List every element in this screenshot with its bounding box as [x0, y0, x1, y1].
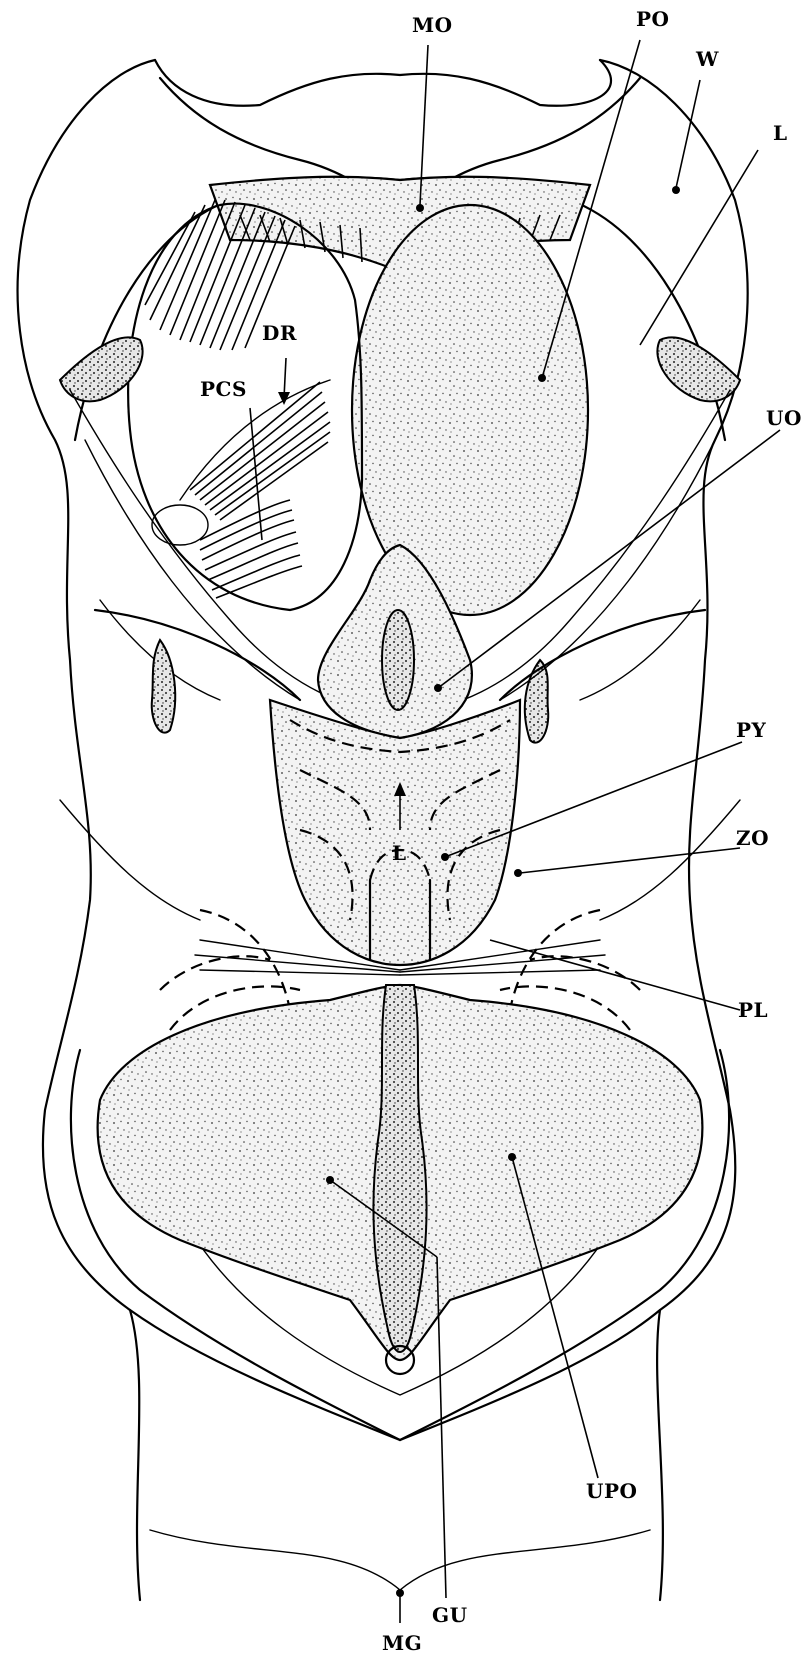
label-upo: UPO: [586, 1479, 637, 1503]
label-po: PO: [636, 7, 669, 31]
label-l-mid: L: [392, 841, 407, 865]
label-pcs: PCS: [200, 377, 247, 401]
label-mo: MO: [412, 13, 453, 37]
left-oral-cavity: [128, 204, 362, 610]
label-pl: PL: [738, 998, 768, 1022]
label-py: PY: [736, 718, 767, 742]
label-gu: GU: [432, 1603, 468, 1627]
label-w: W: [695, 47, 719, 71]
label-dr: DR: [262, 321, 297, 345]
gut-tube: [373, 985, 426, 1352]
dorsal-comb-fan: [180, 380, 330, 520]
label-mg: MG: [382, 1631, 422, 1655]
label-zo: ZO: [736, 826, 769, 850]
label-uo: UO: [766, 406, 802, 430]
label-l-top: L: [773, 121, 788, 145]
under-oral-bud: [382, 610, 414, 710]
